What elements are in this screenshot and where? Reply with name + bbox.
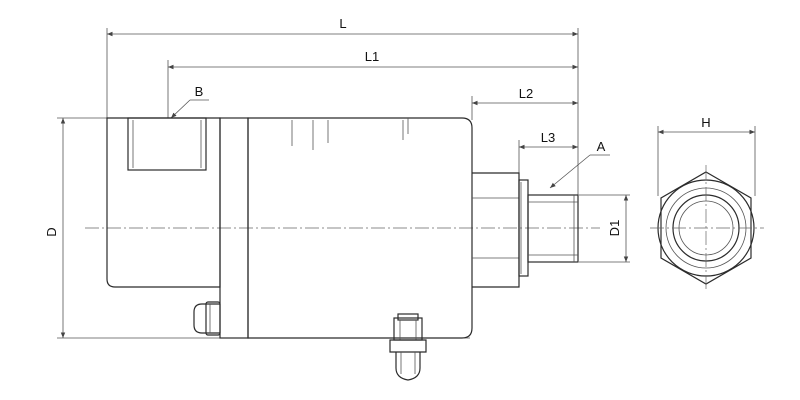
label-l2: L2 <box>519 86 533 101</box>
leader-a: A <box>549 139 610 189</box>
label-b: B <box>195 84 204 99</box>
main-body <box>106 117 473 339</box>
dimension-l2: L2 <box>471 86 578 120</box>
end-view-hex: H <box>650 115 764 292</box>
dimension-d1: D1 <box>579 194 630 263</box>
label-l3: L3 <box>541 130 555 145</box>
grease-nipple <box>389 313 427 381</box>
label-l: L <box>339 16 346 31</box>
label-a: A <box>597 139 606 154</box>
label-l1: L1 <box>365 49 379 64</box>
label-d: D <box>44 227 59 236</box>
label-h: H <box>701 115 710 130</box>
dimension-l3: L3 <box>518 130 578 178</box>
dimension-l: L <box>106 16 579 195</box>
label-d1: D1 <box>607 220 622 237</box>
side-plug <box>193 301 221 336</box>
leader-b: B <box>170 84 209 119</box>
dimension-l1: L1 <box>167 49 578 118</box>
shaft-port-a <box>472 172 579 288</box>
